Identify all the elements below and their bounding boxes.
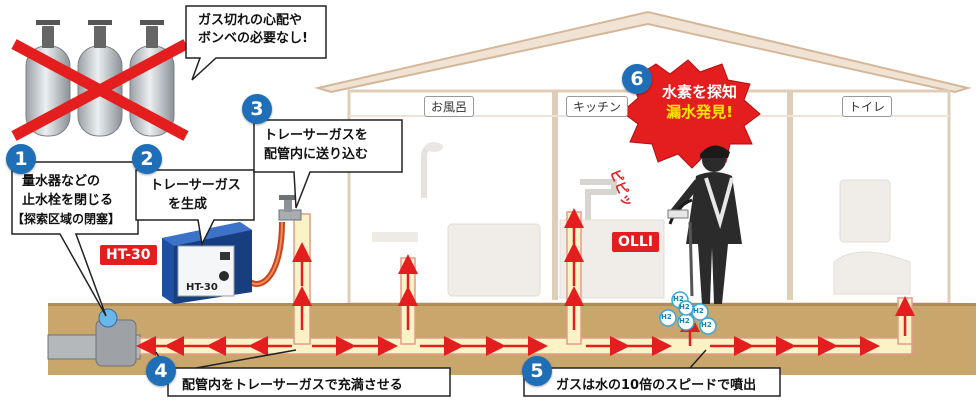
hydrogen-label: H2 <box>661 313 672 321</box>
step4-badge: 4 <box>146 356 176 386</box>
step6-badge: 6 <box>622 64 652 94</box>
room-label-bath: お風呂 <box>424 96 475 117</box>
gas-cylinders <box>11 20 189 141</box>
step1-line3: 【探索区域の閉塞】 <box>12 212 121 226</box>
flow-arrows <box>136 208 915 356</box>
step1-callout: 量水器などの 止水栓を閉じる 【探索区域の閉塞】 <box>12 172 120 229</box>
hydrogen-label: H2 <box>701 321 712 329</box>
generator-tag: HT-30 <box>100 245 157 265</box>
room-label-toilet: トイレ <box>842 96 893 117</box>
step6-line1: 水素を探知 <box>662 83 738 101</box>
step1-line1: 量水器などの <box>22 174 101 189</box>
step2-callout: トレーサーガス を生成 <box>150 176 241 214</box>
step6-line2: 漏水発見! <box>666 103 733 121</box>
step2-badge: 2 <box>132 144 162 174</box>
detector-tag: OLLI <box>612 232 659 252</box>
generator-plate: HT-30 <box>186 282 218 293</box>
step2-line1: トレーサーガス <box>150 178 241 193</box>
step3-line1: トレーサーガスを <box>264 128 368 143</box>
step6-callout: 水素を探知 漏水発見! <box>662 82 737 122</box>
hydrogen-label: H2 <box>679 303 690 311</box>
step5-text: ガスは水の10倍のスピードで噴出 <box>556 378 757 393</box>
callout-frames <box>11 5 781 397</box>
gas-worry-line1: ガス切れの心配や <box>198 13 303 28</box>
faucet <box>278 195 302 221</box>
step3-callout: トレーサーガスを 配管内に送り込む <box>264 126 368 164</box>
gas-worry-line2: ボンベの必要なし! <box>198 31 308 46</box>
hydrogen-label: H2 <box>679 317 690 325</box>
hydrogen-bubbles <box>659 291 717 335</box>
step3-badge: 3 <box>242 94 272 124</box>
gas-worry-callout: ガス切れの心配や ボンベの必要なし! <box>198 12 308 48</box>
detector-operator <box>667 145 742 304</box>
water-main-pipe <box>47 308 141 367</box>
bathtub <box>372 142 541 297</box>
ht30-generator <box>162 222 252 304</box>
room-label-kitchen: キッチン <box>566 96 629 117</box>
step1-badge: 1 <box>6 144 36 174</box>
step4-text: 配管内をトレーサーガスで充満させる <box>182 378 403 393</box>
step2-line2: を生成 <box>168 197 208 212</box>
step5-badge: 5 <box>522 356 552 386</box>
step3-line2: 配管内に送り込む <box>264 147 369 162</box>
hydrogen-label: H2 <box>673 295 684 303</box>
toilet <box>833 179 911 295</box>
step1-line2: 止水栓を閉じる <box>22 193 114 208</box>
alert-burst <box>621 59 761 169</box>
hydrogen-label: H2 <box>693 307 704 315</box>
